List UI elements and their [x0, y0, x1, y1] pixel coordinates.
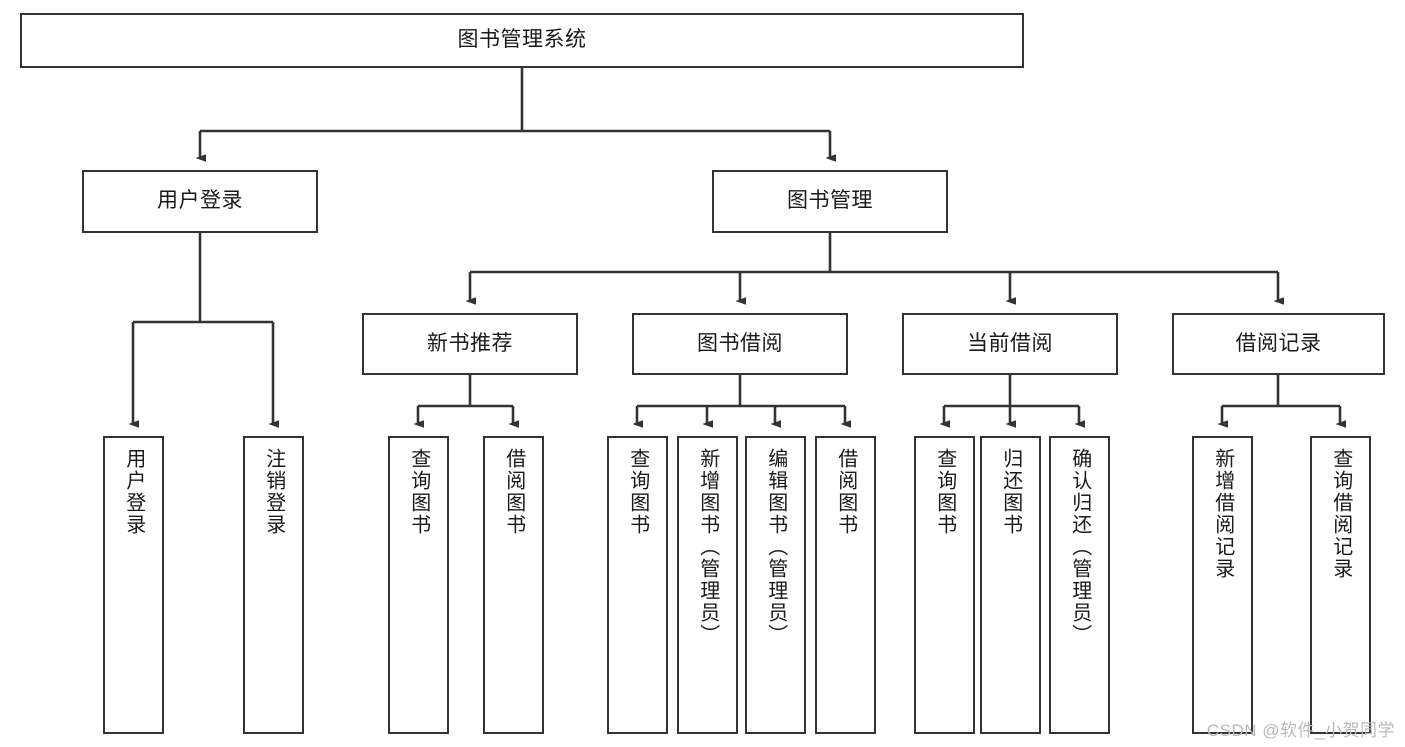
node-label: 新增借阅记录	[1211, 448, 1234, 580]
node-leaf-query-books-current[interactable]: 查询图书	[914, 436, 975, 734]
node-leaf-confirm-return-admin[interactable]: 确认归还（管理员）	[1049, 436, 1110, 734]
node-leaf-add-borrowing-record[interactable]: 新增借阅记录	[1192, 436, 1253, 734]
watermark: CSDN @软件_小贺同学	[1206, 721, 1395, 740]
node-new-book-recommendation[interactable]: 新书推荐	[362, 313, 578, 375]
node-label: 查询借阅记录	[1329, 448, 1352, 580]
node-leaf-add-book-admin[interactable]: 新增图书（管理员）	[677, 436, 738, 734]
node-label: 借阅记录	[1235, 331, 1322, 355]
node-label: 新书推荐	[427, 331, 513, 355]
node-label: 用户登录	[157, 189, 243, 213]
node-leaf-return-books[interactable]: 归还图书	[980, 436, 1041, 734]
node-borrowing-records[interactable]: 借阅记录	[1172, 313, 1385, 375]
node-label: 查询图书	[407, 448, 430, 536]
node-label: 用户登录	[122, 448, 145, 536]
node-leaf-query-books-borrowing[interactable]: 查询图书	[607, 436, 668, 734]
node-leaf-borrow-books-borrowing[interactable]: 借阅图书	[815, 436, 876, 734]
node-book-management[interactable]: 图书管理	[712, 170, 948, 233]
node-book-borrowing[interactable]: 图书借阅	[632, 313, 848, 375]
node-leaf-borrow-books-recommendation[interactable]: 借阅图书	[483, 436, 544, 734]
node-label: 当前借阅	[967, 331, 1053, 355]
node-user-login[interactable]: 用户登录	[82, 170, 318, 233]
node-label: 图书管理	[787, 189, 873, 213]
node-label: 借阅图书	[502, 448, 525, 536]
node-leaf-user-login[interactable]: 用户登录	[103, 436, 164, 734]
node-label: 图书借阅	[697, 331, 783, 355]
node-label: 借阅图书	[834, 448, 857, 536]
node-root-book-management-system[interactable]: 图书管理系统	[20, 13, 1024, 68]
node-label: 注销登录	[262, 448, 285, 536]
node-leaf-logout[interactable]: 注销登录	[243, 436, 304, 734]
node-label: 查询图书	[626, 448, 649, 536]
node-label: 编辑图书（管理员）	[764, 448, 787, 646]
node-leaf-edit-book-admin[interactable]: 编辑图书（管理员）	[745, 436, 806, 734]
node-label: 图书管理系统	[457, 28, 587, 52]
node-label: 查询图书	[933, 448, 956, 536]
node-current-borrowing[interactable]: 当前借阅	[902, 313, 1118, 375]
node-leaf-query-books-recommendation[interactable]: 查询图书	[388, 436, 449, 734]
node-label: 归还图书	[999, 448, 1022, 536]
node-label: 新增图书（管理员）	[696, 448, 719, 646]
node-leaf-query-borrowing-record[interactable]: 查询借阅记录	[1310, 436, 1371, 734]
node-label: 确认归还（管理员）	[1068, 448, 1091, 646]
